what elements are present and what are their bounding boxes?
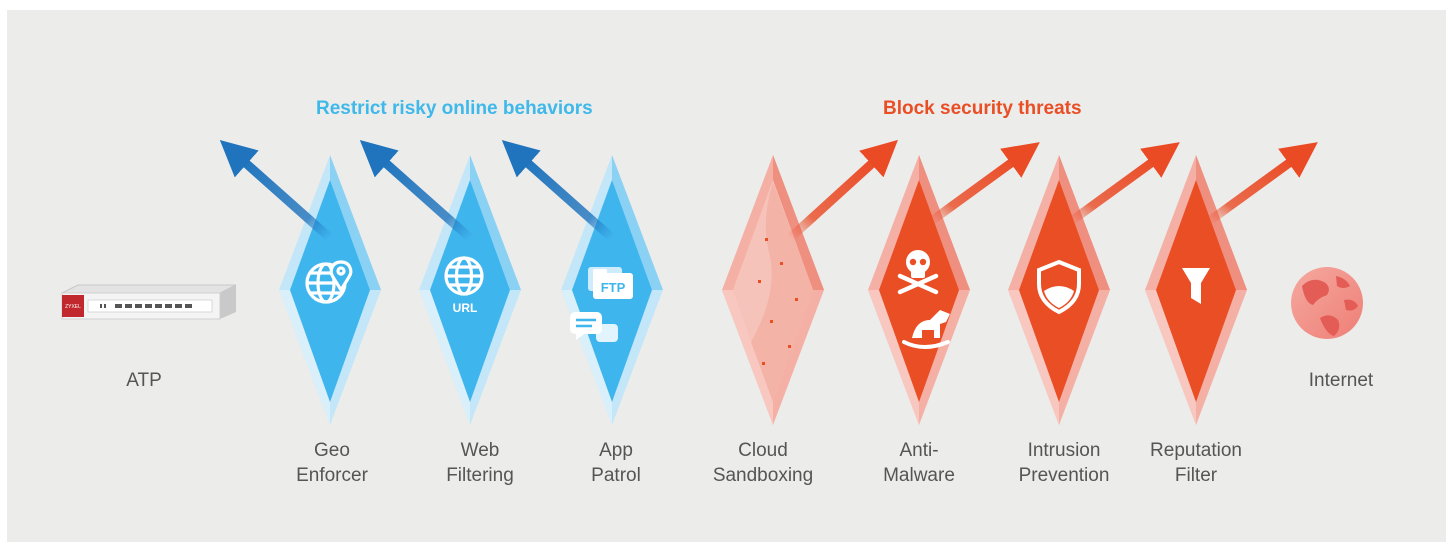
crystal-geo-enforcer xyxy=(279,155,381,425)
crystal-anti-malware xyxy=(868,155,970,425)
globe-url-icon: URL xyxy=(444,256,484,315)
blocked-arrow-web xyxy=(359,140,473,242)
globe-pin-icon xyxy=(305,260,353,304)
crystal-cloud-sandboxing xyxy=(722,155,824,425)
svg-text:FTP: FTP xyxy=(601,280,626,295)
restrict-heading: Restrict risky online behaviors xyxy=(316,98,593,119)
blocked-arrow-sandbox xyxy=(786,139,898,242)
blocked-arrow-app xyxy=(501,140,615,242)
svg-text:ZYXEL: ZYXEL xyxy=(65,304,81,310)
internet-label: Internet xyxy=(1308,370,1374,391)
feature-label-anti-malware: Anti-Malware xyxy=(883,440,955,486)
blocked-arrow-malware xyxy=(927,142,1040,226)
shield-icon xyxy=(1037,259,1081,315)
svg-text:URL: URL xyxy=(453,301,478,315)
blocked-arrow-geo xyxy=(219,140,333,242)
ftp-chat-icon: FTP xyxy=(570,267,633,342)
block-heading: Block security threats xyxy=(883,98,1082,119)
blocked-arrow-reputation xyxy=(1205,142,1318,226)
firewall-appliance-icon: ZYXEL xyxy=(61,284,237,320)
atp-label: ATP xyxy=(126,370,162,391)
funnel-icon xyxy=(1182,268,1210,304)
skull-trojan-icon xyxy=(897,250,950,349)
internet-globe-icon xyxy=(1291,267,1363,339)
blocked-arrow-intrusion xyxy=(1067,142,1180,226)
